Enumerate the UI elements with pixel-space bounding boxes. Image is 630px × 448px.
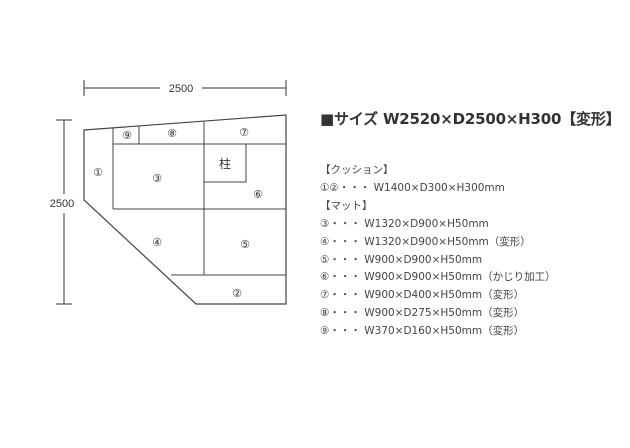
spec-line-mat-3: ③・・・ W1320×D900×H50mm — [320, 217, 489, 230]
piece-label-1: ① — [93, 166, 103, 179]
piece-label-4: ④ — [152, 236, 162, 249]
spec-line-mat-6: ⑥・・・ W900×D900×H50mm（かじり加工） — [320, 271, 556, 284]
spec-line-cushion-1-2: ①②・・・ W1400×D300×H300mm — [320, 181, 505, 194]
spec-list: 【クッション】 ①②・・・ W1400×D300×H300mm 【マット】 ③・… — [320, 162, 625, 341]
piece-label-5: ⑤ — [240, 238, 250, 251]
spec-line-mat-5: ⑤・・・ W900×D900×H50mm — [320, 253, 483, 266]
spec-line-mat-9: ⑨・・・ W370×D160×H50mm（変形） — [320, 325, 525, 338]
piece-label-8: ⑧ — [167, 127, 177, 140]
width-dimension — [83, 80, 287, 96]
width-label: 2500 — [169, 83, 193, 95]
size-title: ■サイズ W2520×D2500×H300【変形】 — [320, 110, 621, 128]
spec-line-mat-7: ⑦・・・ W900×D400×H50mm（変形） — [320, 289, 525, 302]
pillar — [203, 144, 247, 183]
spec-panel: ■サイズ W2520×D2500×H300【変形】 【クッション】 ①②・・・ … — [320, 108, 625, 341]
height-label: 2500 — [50, 198, 74, 210]
spec-heading-mat: 【マット】 — [320, 199, 373, 212]
height-dimension — [56, 119, 72, 305]
piece-label-2: ② — [232, 287, 242, 300]
piece-label-6: ⑥ — [253, 188, 263, 201]
piece-label-3: ③ — [152, 172, 162, 185]
spec-line-mat-8: ⑧・・・ W900×D275×H50mm（変形） — [320, 307, 525, 320]
spec-heading-cushion: 【クッション】 — [320, 164, 394, 176]
piece-label-9: ⑨ — [122, 129, 132, 142]
spec-line-mat-4: ④・・・ W1320×D900×H50mm（変形） — [320, 235, 531, 248]
piece-label-7: ⑦ — [239, 126, 249, 139]
sofa-outline — [83, 114, 287, 305]
pillar-label: 柱 — [219, 156, 231, 171]
